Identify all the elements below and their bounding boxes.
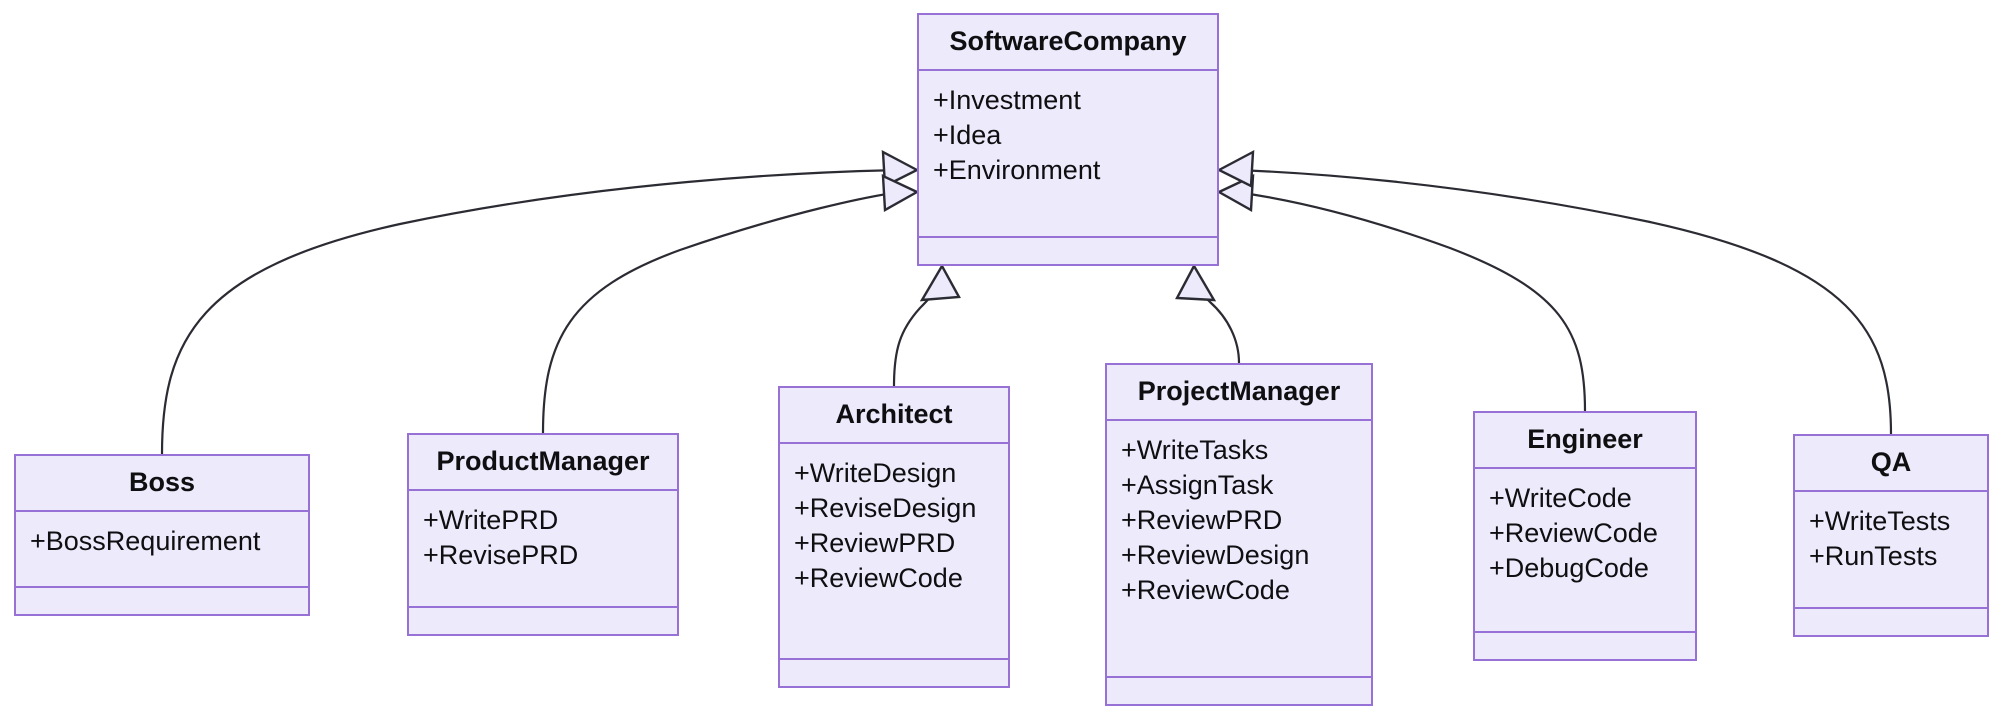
edge-projectmanager-to-softwarecompany <box>1193 283 1241 364</box>
class-attributes-projectmanager: +WriteTasks +AssignTask +ReviewPRD +Revi… <box>1107 421 1371 678</box>
class-attributes-architect: +WriteDesign +ReviseDesign +ReviewPRD +R… <box>780 444 1008 660</box>
attribute-row: +AssignTask <box>1121 470 1274 501</box>
arrowhead-boss <box>881 149 920 188</box>
arrowhead-architect <box>919 263 961 302</box>
class-methods-productmanager <box>409 608 677 634</box>
class-box-softwarecompany[interactable]: SoftwareCompany +Investment +Idea +Envir… <box>917 13 1219 266</box>
class-box-engineer[interactable]: Engineer +WriteCode +ReviewCode +DebugCo… <box>1473 411 1697 661</box>
class-attributes-qa: +WriteTests +RunTests <box>1795 492 1987 609</box>
class-methods-boss <box>16 588 308 614</box>
class-name-qa: QA <box>1795 436 1987 492</box>
attribute-row: +BossRequirement <box>30 526 261 556</box>
attribute-row: +ReviewPRD <box>1121 505 1283 536</box>
attribute-row: +ReviewDesign <box>1121 540 1310 571</box>
arrowhead-productmanager <box>881 174 920 212</box>
class-box-projectmanager[interactable]: ProjectManager +WriteTasks +AssignTask +… <box>1105 363 1373 706</box>
attribute-row: +WriteCode <box>1489 483 1632 513</box>
attribute-row: +ReviseDesign <box>794 493 977 524</box>
class-methods-engineer <box>1475 633 1695 659</box>
attribute-row: +RevisePRD <box>423 540 579 571</box>
class-attributes-productmanager: +WritePRD +RevisePRD <box>409 491 677 608</box>
attribute-row: +WriteTasks <box>1121 435 1269 465</box>
class-box-productmanager[interactable]: ProductManager +WritePRD +RevisePRD <box>407 433 679 636</box>
class-name-boss: Boss <box>16 456 308 512</box>
arrowhead-engineer <box>1216 174 1255 212</box>
class-methods-projectmanager <box>1107 678 1371 704</box>
attribute-row: +ReviewCode <box>794 563 963 594</box>
edge-architect-to-softwarecompany <box>892 283 943 387</box>
attribute-row: +WritePRD <box>423 505 559 535</box>
class-name-architect: Architect <box>780 388 1008 444</box>
class-name-softwarecompany: SoftwareCompany <box>919 15 1217 71</box>
attribute-row: +DebugCode <box>1489 553 1649 584</box>
attribute-row: +Idea <box>933 120 1002 151</box>
attribute-row: +ReviewCode <box>1121 575 1290 606</box>
attribute-row: +ReviewCode <box>1489 518 1658 549</box>
arrowhead-projectmanager <box>1175 263 1217 302</box>
class-name-projectmanager: ProjectManager <box>1107 365 1371 421</box>
attribute-row: +ReviewPRD <box>794 528 956 559</box>
class-name-productmanager: ProductManager <box>409 435 677 491</box>
class-attributes-boss: +BossRequirement <box>16 512 308 588</box>
attribute-row: +Investment <box>933 85 1081 115</box>
class-attributes-softwarecompany: +Investment +Idea +Environment <box>919 71 1217 238</box>
class-attributes-engineer: +WriteCode +ReviewCode +DebugCode <box>1475 469 1695 633</box>
class-methods-qa <box>1795 609 1987 635</box>
attribute-row: +Environment <box>933 155 1101 186</box>
class-methods-architect <box>780 660 1008 686</box>
class-box-qa[interactable]: QA +WriteTests +RunTests <box>1793 434 1989 637</box>
arrowhead-qa <box>1216 149 1255 188</box>
attribute-row: +WriteTests <box>1809 506 1951 536</box>
attribute-row: +WriteDesign <box>794 458 957 488</box>
attribute-row: +RunTests <box>1809 541 1938 572</box>
class-box-architect[interactable]: Architect +WriteDesign +ReviseDesign +Re… <box>778 386 1010 688</box>
class-methods-softwarecompany <box>919 238 1217 264</box>
class-box-boss[interactable]: Boss +BossRequirement <box>14 454 310 616</box>
class-name-engineer: Engineer <box>1475 413 1695 469</box>
